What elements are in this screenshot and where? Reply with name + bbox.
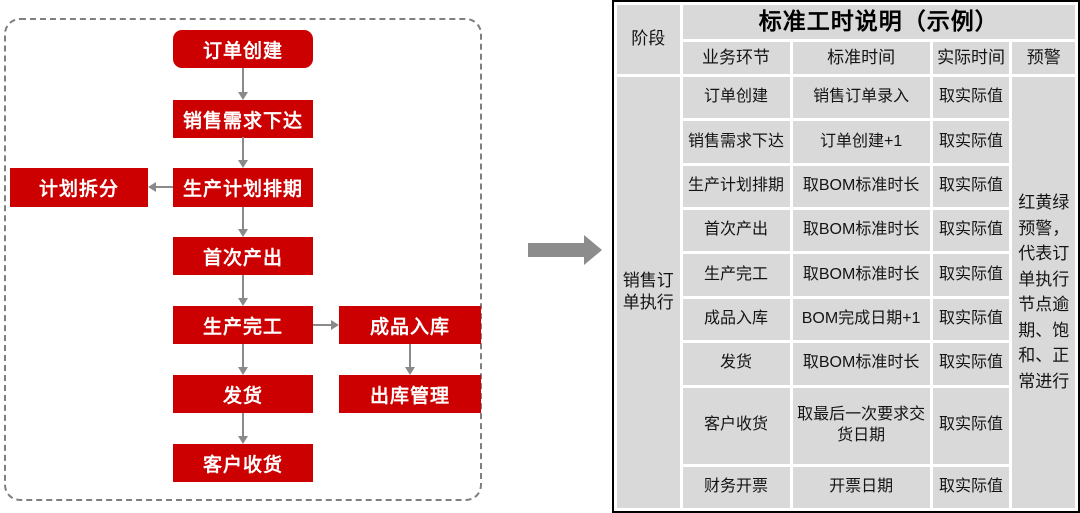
cell-step: 生产计划排期 (682, 165, 790, 208)
table-row: 生产完工 取BOM标准时长 取实际值 (617, 254, 1075, 296)
flow-node-plan-split: 计划拆分 (10, 168, 148, 207)
flowchart-dashed-border (4, 18, 482, 501)
cell-actual: 取实际值 (932, 343, 1010, 385)
arrow-down-icon (238, 344, 248, 375)
cell-actual: 取实际值 (932, 76, 1010, 119)
cell-standard: 取BOM标准时长 (792, 210, 930, 252)
column-header-step: 业务环节 (682, 41, 790, 74)
standard-hours-table-panel: 阶段 标准工时说明（示例） 业务环节 标准时间 实际时间 预警 销售订单执行 订… (612, 0, 1080, 513)
cell-step: 首次产出 (682, 210, 790, 252)
table-row: 财务开票 开票日期 取实际值 (617, 466, 1075, 508)
table-row: 销售需求下达 订单创建+1 取实际值 (617, 121, 1075, 163)
table-row: 发货 取BOM标准时长 取实际值 (617, 343, 1075, 385)
flow-node-order-create: 订单创建 (173, 30, 313, 68)
arrow-down-icon (238, 68, 248, 100)
arrow-left-icon (148, 182, 173, 192)
cell-actual: 取实际值 (932, 298, 1010, 341)
transform-arrow-icon (528, 235, 602, 265)
cell-standard: 取BOM标准时长 (792, 343, 930, 385)
cell-standard: 订单创建+1 (792, 121, 930, 163)
warning-note-cell: 红黄绿预警，代表订单执行节点逾期、饱和、正常进行 (1012, 76, 1075, 508)
cell-standard: 取BOM标准时长 (792, 254, 930, 296)
flowchart-panel: 订单创建 销售需求下达 计划拆分 生产计划排期 首次产出 生产完工 成品入库 发… (4, 18, 482, 501)
stage-value-cell: 销售订单执行 (617, 76, 680, 508)
arrow-right-icon (313, 320, 339, 330)
cell-step: 财务开票 (682, 466, 790, 508)
table-title: 标准工时说明（示例） (682, 5, 1075, 39)
cell-standard: 取BOM标准时长 (792, 165, 930, 208)
flow-node-production-schedule: 生产计划排期 (173, 168, 313, 207)
flow-node-finished-goods-in: 成品入库 (339, 306, 481, 344)
flow-node-first-output: 首次产出 (173, 237, 313, 275)
cell-actual: 取实际值 (932, 254, 1010, 296)
standard-hours-table: 阶段 标准工时说明（示例） 业务环节 标准时间 实际时间 预警 销售订单执行 订… (614, 2, 1078, 511)
cell-actual: 取实际值 (932, 165, 1010, 208)
column-header-standard: 标准时间 (792, 41, 930, 74)
flow-node-production-complete: 生产完工 (173, 306, 313, 344)
flow-node-sales-demand: 销售需求下达 (173, 100, 313, 138)
column-header-warning: 预警 (1012, 41, 1075, 74)
table-row: 销售订单执行 订单创建 销售订单录入 取实际值 红黄绿预警，代表订单执行节点逾期… (617, 76, 1075, 508)
table-row: 首次产出 取BOM标准时长 取实际值 (617, 210, 1075, 252)
table-header-row: 业务环节 标准时间 实际时间 预警 (617, 41, 1075, 74)
arrow-down-icon (238, 275, 248, 306)
cell-step: 成品入库 (682, 298, 790, 341)
cell-step: 发货 (682, 343, 790, 385)
arrow-down-icon (238, 207, 248, 237)
cell-standard: 开票日期 (792, 466, 930, 508)
flow-node-customer-receipt: 客户收货 (173, 444, 313, 482)
flow-node-outbound-mgmt: 出库管理 (339, 375, 481, 413)
stage-header-cell: 阶段 (617, 5, 680, 74)
cell-actual: 取实际值 (932, 466, 1010, 508)
cell-actual: 取实际值 (932, 387, 1010, 464)
cell-actual: 取实际值 (932, 121, 1010, 163)
cell-step: 销售需求下达 (682, 121, 790, 163)
arrow-down-icon (238, 413, 248, 444)
table-title-row: 阶段 标准工时说明（示例） (617, 5, 1075, 74)
arrow-down-icon (238, 137, 248, 168)
table-row: 成品入库 BOM完成日期+1 取实际值 (617, 298, 1075, 341)
cell-step: 订单创建 (682, 76, 790, 119)
table-row: 生产计划排期 取BOM标准时长 取实际值 (617, 165, 1075, 208)
cell-standard: 取最后一次要求交货日期 (792, 387, 930, 464)
column-header-actual: 实际时间 (932, 41, 1010, 74)
arrow-down-icon (405, 344, 415, 375)
cell-standard: 销售订单录入 (792, 76, 930, 119)
cell-actual: 取实际值 (932, 210, 1010, 252)
table-row: 客户收货 取最后一次要求交货日期 取实际值 (617, 387, 1075, 464)
flow-node-ship: 发货 (173, 375, 313, 413)
cell-step: 生产完工 (682, 254, 790, 296)
cell-step: 客户收货 (682, 387, 790, 464)
cell-standard: BOM完成日期+1 (792, 298, 930, 341)
